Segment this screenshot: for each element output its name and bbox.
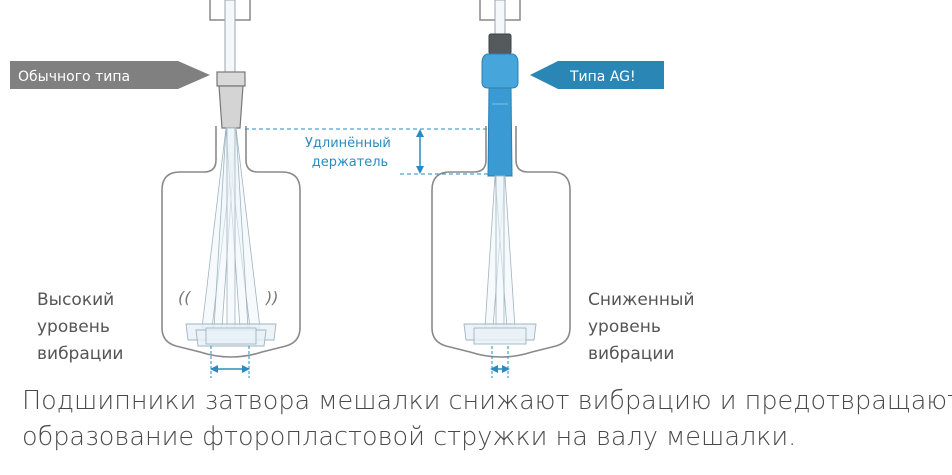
caption-line-1: Подшипники затвора мешалки снижают вибра… [22,386,952,416]
left-stopper [218,85,244,129]
left-vibration-mark-left: (( [178,288,191,307]
left-vibration-label: Высокий уровень вибрации [37,290,123,364]
caption-line-2: образование фторопластовой стружки на ва… [22,422,797,452]
right-type-tag-label: Типа AG! [569,69,636,85]
right-flask [431,126,571,358]
left-bearing-cap [216,71,246,87]
right-impeller [463,323,537,345]
right-shaft-top [494,0,506,35]
conventional-stirrer: (( )) Обычного типа Высокий уровень вибр… [10,0,301,378]
right-vibration-label: Сниженный уровень вибрации [588,290,700,364]
left-vibration-mark-right: )) [265,288,278,307]
left-shaft-swing [201,127,261,329]
extended-holder-label: Удлинённый держатель [305,136,395,170]
right-type-tag [530,61,664,89]
caption: Подшипники затвора мешалки снижают вибра… [22,383,952,455]
left-impeller [185,323,277,347]
left-type-tag-label: Обычного типа [18,69,130,85]
extended-holder-dimension: Удлинённый держатель [245,128,494,175]
right-top-cap [488,33,512,55]
left-flask [161,126,301,358]
ag-bearing [481,53,519,89]
left-type-tag [10,61,210,89]
ag-extended-holder [487,87,513,177]
stirrer-comparison-diagram: (( )) Обычного типа Высокий уровень вибр… [10,0,700,378]
right-shaft-swing [484,175,516,329]
left-shaft-top [224,0,236,73]
ag-stirrer: Типа AG! Сниженный уровень вибрации [431,0,700,378]
